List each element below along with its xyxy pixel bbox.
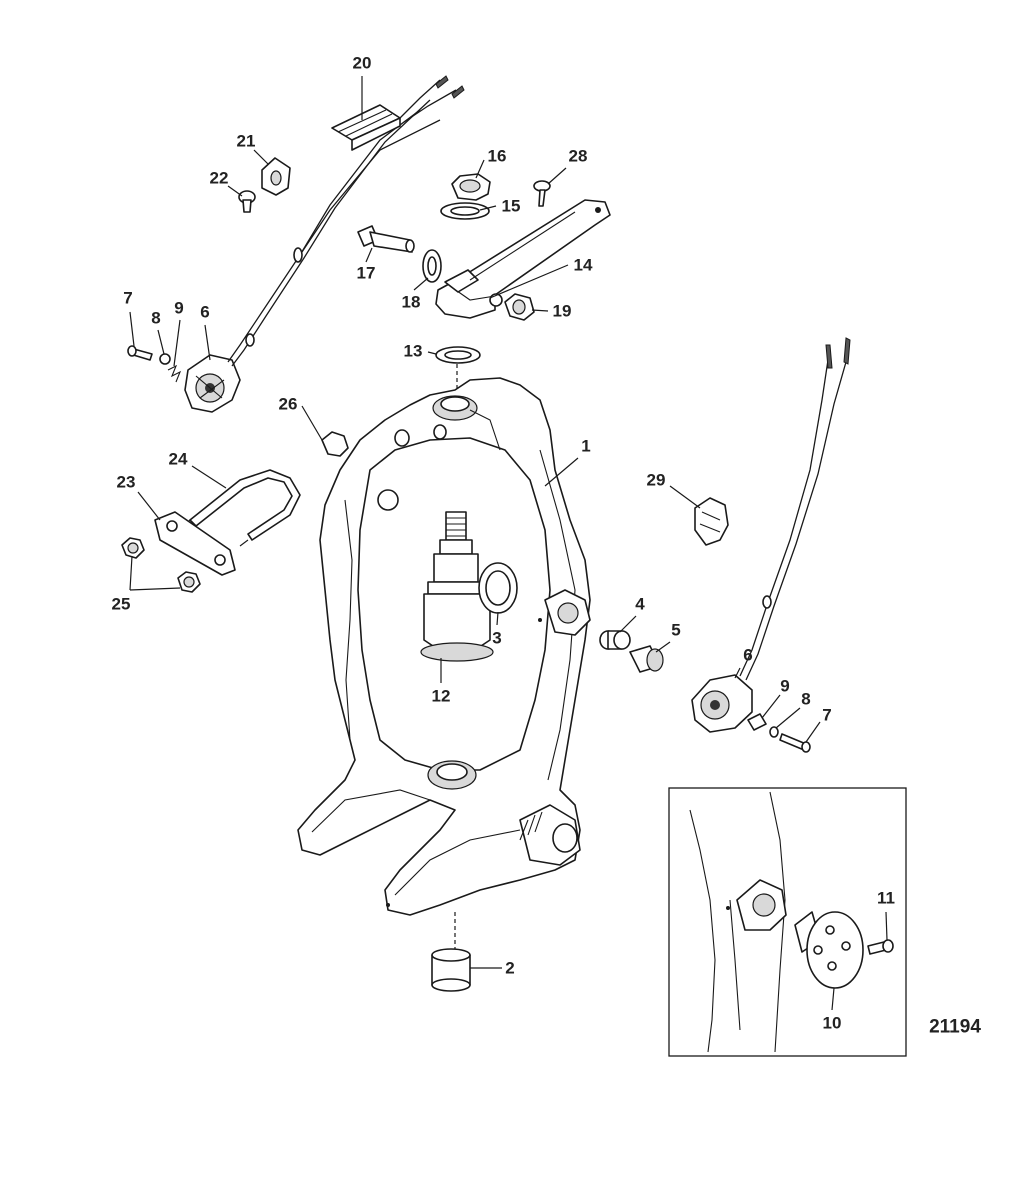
callout-c26: 26 xyxy=(278,394,298,414)
bolt-17 xyxy=(357,225,415,253)
callout-c4: 4 xyxy=(635,594,645,614)
clip-29 xyxy=(694,497,729,546)
callout-c1: 1 xyxy=(581,436,591,456)
trim-sensor-left xyxy=(127,99,441,413)
inset-detail xyxy=(668,787,907,1057)
callout-c17: 17 xyxy=(356,263,376,283)
callout-c6b: 6 xyxy=(743,645,753,665)
callout-c9b: 9 xyxy=(780,676,790,696)
callout-c25: 25 xyxy=(111,594,131,614)
connector-20 xyxy=(331,75,465,151)
callout-c12: 12 xyxy=(431,686,451,706)
callout-c21: 21 xyxy=(236,131,256,151)
locknut-16 xyxy=(451,173,491,201)
callout-c28: 28 xyxy=(568,146,588,166)
callout-c8b: 8 xyxy=(801,689,811,709)
callout-c6a: 6 xyxy=(200,302,210,322)
callout-c5: 5 xyxy=(671,620,681,640)
clip-26 xyxy=(321,431,349,457)
callout-c14: 14 xyxy=(573,255,593,275)
callout-c19: 19 xyxy=(552,301,572,321)
clip-21 xyxy=(261,157,291,196)
bushing-4 xyxy=(599,630,631,650)
callout-c13: 13 xyxy=(403,341,423,361)
callout-c3: 3 xyxy=(492,628,502,648)
nut-25a xyxy=(121,537,145,559)
bushing-2 xyxy=(431,912,471,992)
nut-25b xyxy=(177,571,201,593)
trim-sensor-right xyxy=(691,337,851,753)
leader-lines xyxy=(129,76,888,1011)
callout-c15: 15 xyxy=(501,196,521,216)
plate-23 xyxy=(154,511,236,576)
callout-c8a: 8 xyxy=(151,308,161,328)
callout-c7b: 7 xyxy=(822,705,832,725)
callout-c22: 22 xyxy=(209,168,229,188)
callout-c23: 23 xyxy=(116,472,136,492)
callout-c2: 2 xyxy=(505,958,515,978)
screw-28 xyxy=(533,180,551,207)
screw-22 xyxy=(238,190,256,213)
callout-c24: 24 xyxy=(168,449,188,469)
callout-c18: 18 xyxy=(401,292,421,312)
callout-c20: 20 xyxy=(352,53,372,73)
steering-stud xyxy=(420,511,494,662)
bushing-5 xyxy=(629,645,664,673)
callout-c11: 11 xyxy=(877,888,895,908)
callout-c7a: 7 xyxy=(123,288,133,308)
callout-c29: 29 xyxy=(646,470,666,490)
nut-19 xyxy=(504,293,535,321)
callout-c9a: 9 xyxy=(174,298,184,318)
callout-c16: 16 xyxy=(487,146,507,166)
callout-c10: 10 xyxy=(822,1013,842,1033)
figure-number: 21194 xyxy=(929,1016,981,1038)
